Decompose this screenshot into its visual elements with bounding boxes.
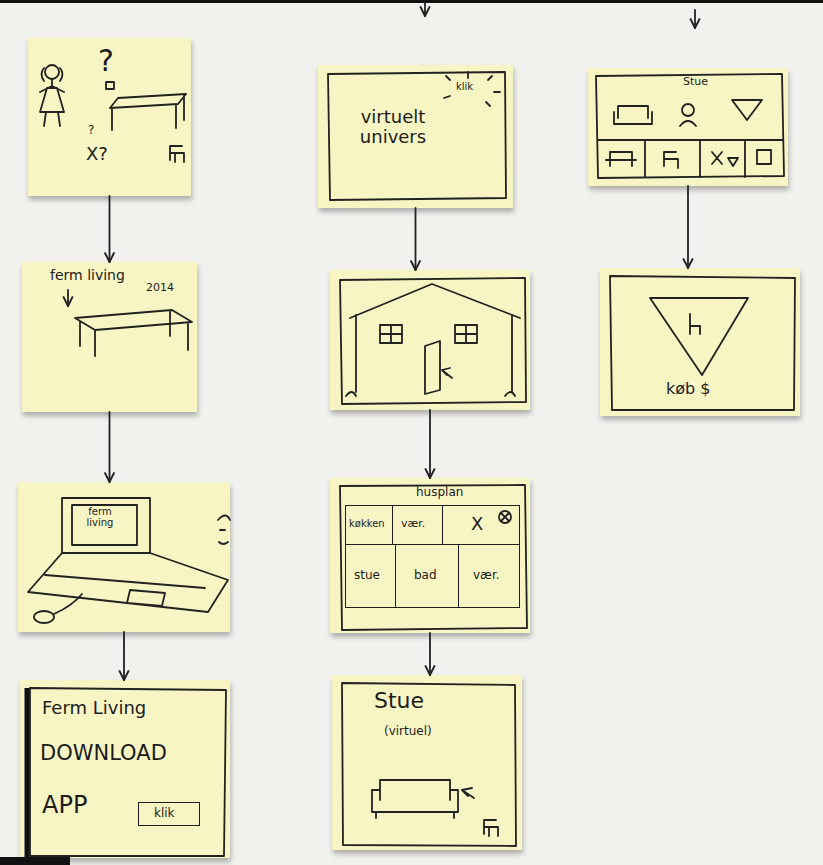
sticky-note: køb $	[600, 268, 800, 416]
note-text: husplan	[416, 486, 463, 499]
chair-sketch	[690, 314, 700, 334]
house-windows	[380, 325, 477, 343]
note-text: klik	[154, 807, 175, 820]
note-text: DOWNLOAD	[40, 742, 167, 765]
chair-sketch	[682, 104, 694, 116]
bench-sketch	[110, 94, 186, 130]
screen-frame	[30, 688, 226, 856]
note-text: stue	[354, 569, 380, 582]
cursor-arrow	[442, 368, 452, 378]
note-text: (virtuel)	[384, 725, 432, 738]
sticky-note: ?? X?	[28, 38, 191, 196]
triangle-object	[650, 298, 748, 375]
note-text: Stue	[683, 76, 708, 88]
note-text: Ferm Living	[42, 698, 146, 718]
flow-arrow	[109, 412, 111, 482]
sticky-note: Stue	[588, 68, 788, 186]
screen-frame	[342, 683, 516, 846]
cursor-arrow	[462, 788, 474, 798]
screen-frame	[596, 74, 784, 178]
screen-page	[72, 505, 137, 545]
frame-edge	[25, 688, 30, 858]
incoming-arrow	[424, 2, 426, 16]
note-text: vær.	[473, 569, 500, 582]
sticky-note: Ferm LivingDOWNLOAD APP klik	[20, 680, 230, 858]
note-text: køkken	[349, 518, 385, 529]
plan-room: vær.	[458, 544, 520, 608]
pointer-arrow	[67, 290, 69, 306]
screen-frame	[610, 276, 795, 410]
note-text: ferm living	[74, 506, 126, 528]
screen-frame	[340, 278, 526, 404]
top-edge	[0, 0, 823, 3]
table-sketch	[75, 310, 192, 356]
note-text: X	[471, 514, 483, 534]
flow-arrow	[687, 186, 689, 268]
girl-head	[45, 65, 59, 79]
flow-arrow	[415, 208, 417, 270]
ground-marks	[346, 392, 515, 396]
chair-sketch	[680, 121, 696, 126]
plan-room: stue	[345, 544, 396, 608]
sticky-note: husplan køkken vær. Xstue bad vær.	[330, 478, 530, 633]
screen-frame	[328, 72, 506, 200]
incoming-arrow	[694, 10, 696, 28]
flow-arrow	[429, 410, 431, 478]
note-text: APP	[42, 792, 87, 818]
question-box	[106, 82, 114, 89]
sticky-note	[330, 270, 530, 410]
note-text: X?	[86, 144, 108, 164]
app-button: klik	[138, 802, 200, 826]
chair-icon	[664, 152, 678, 168]
girl-figure	[40, 68, 64, 126]
house-door	[425, 341, 440, 394]
close-icon	[501, 513, 509, 521]
note-text: ?	[98, 44, 114, 77]
sofa-sketch	[614, 106, 652, 124]
note-text: vær.	[401, 518, 425, 530]
sticky-note: Stue (virtuel)	[332, 675, 522, 850]
screen-frame	[340, 485, 527, 630]
note-text: Stue	[374, 689, 424, 713]
close-icon	[499, 511, 511, 523]
mouse-sketch	[34, 611, 54, 623]
note-text: ferm living	[50, 268, 125, 283]
note-text: 2014	[146, 282, 174, 294]
sofa-icon	[606, 152, 636, 166]
laptop-base	[28, 553, 228, 612]
plan-room: køkken	[345, 505, 393, 545]
note-text: bad	[414, 569, 437, 582]
flow-arrow	[123, 632, 125, 680]
sticky-note: klik virtuelt univers	[318, 65, 513, 208]
plan-room: bad	[395, 544, 459, 608]
triangle-object	[732, 100, 762, 120]
sofa-sketch	[372, 780, 458, 818]
corner-edge	[0, 857, 70, 865]
catalogue-bar	[598, 140, 783, 177]
sticky-note: ferm living 2014	[22, 262, 197, 412]
box-icon	[757, 150, 771, 164]
flow-arrow	[429, 633, 431, 675]
note-text: køb $	[666, 380, 710, 398]
note-text: virtuelt univers	[338, 107, 448, 147]
flow-arrow	[109, 196, 111, 262]
click-rays	[444, 72, 500, 106]
house-sketch	[350, 284, 520, 392]
laptop-screen	[62, 498, 150, 553]
note-text: klik	[456, 81, 473, 92]
item-icon	[712, 152, 738, 166]
plan-room: X	[442, 505, 520, 545]
plan-room: vær.	[392, 505, 443, 545]
edges-layer	[110, 186, 689, 680]
chair-sketch	[484, 820, 498, 836]
sticky-note: ferm living	[18, 482, 230, 632]
note-text: ?	[88, 124, 94, 137]
person-sketch	[54, 516, 230, 615]
chair-sketch	[170, 146, 184, 162]
